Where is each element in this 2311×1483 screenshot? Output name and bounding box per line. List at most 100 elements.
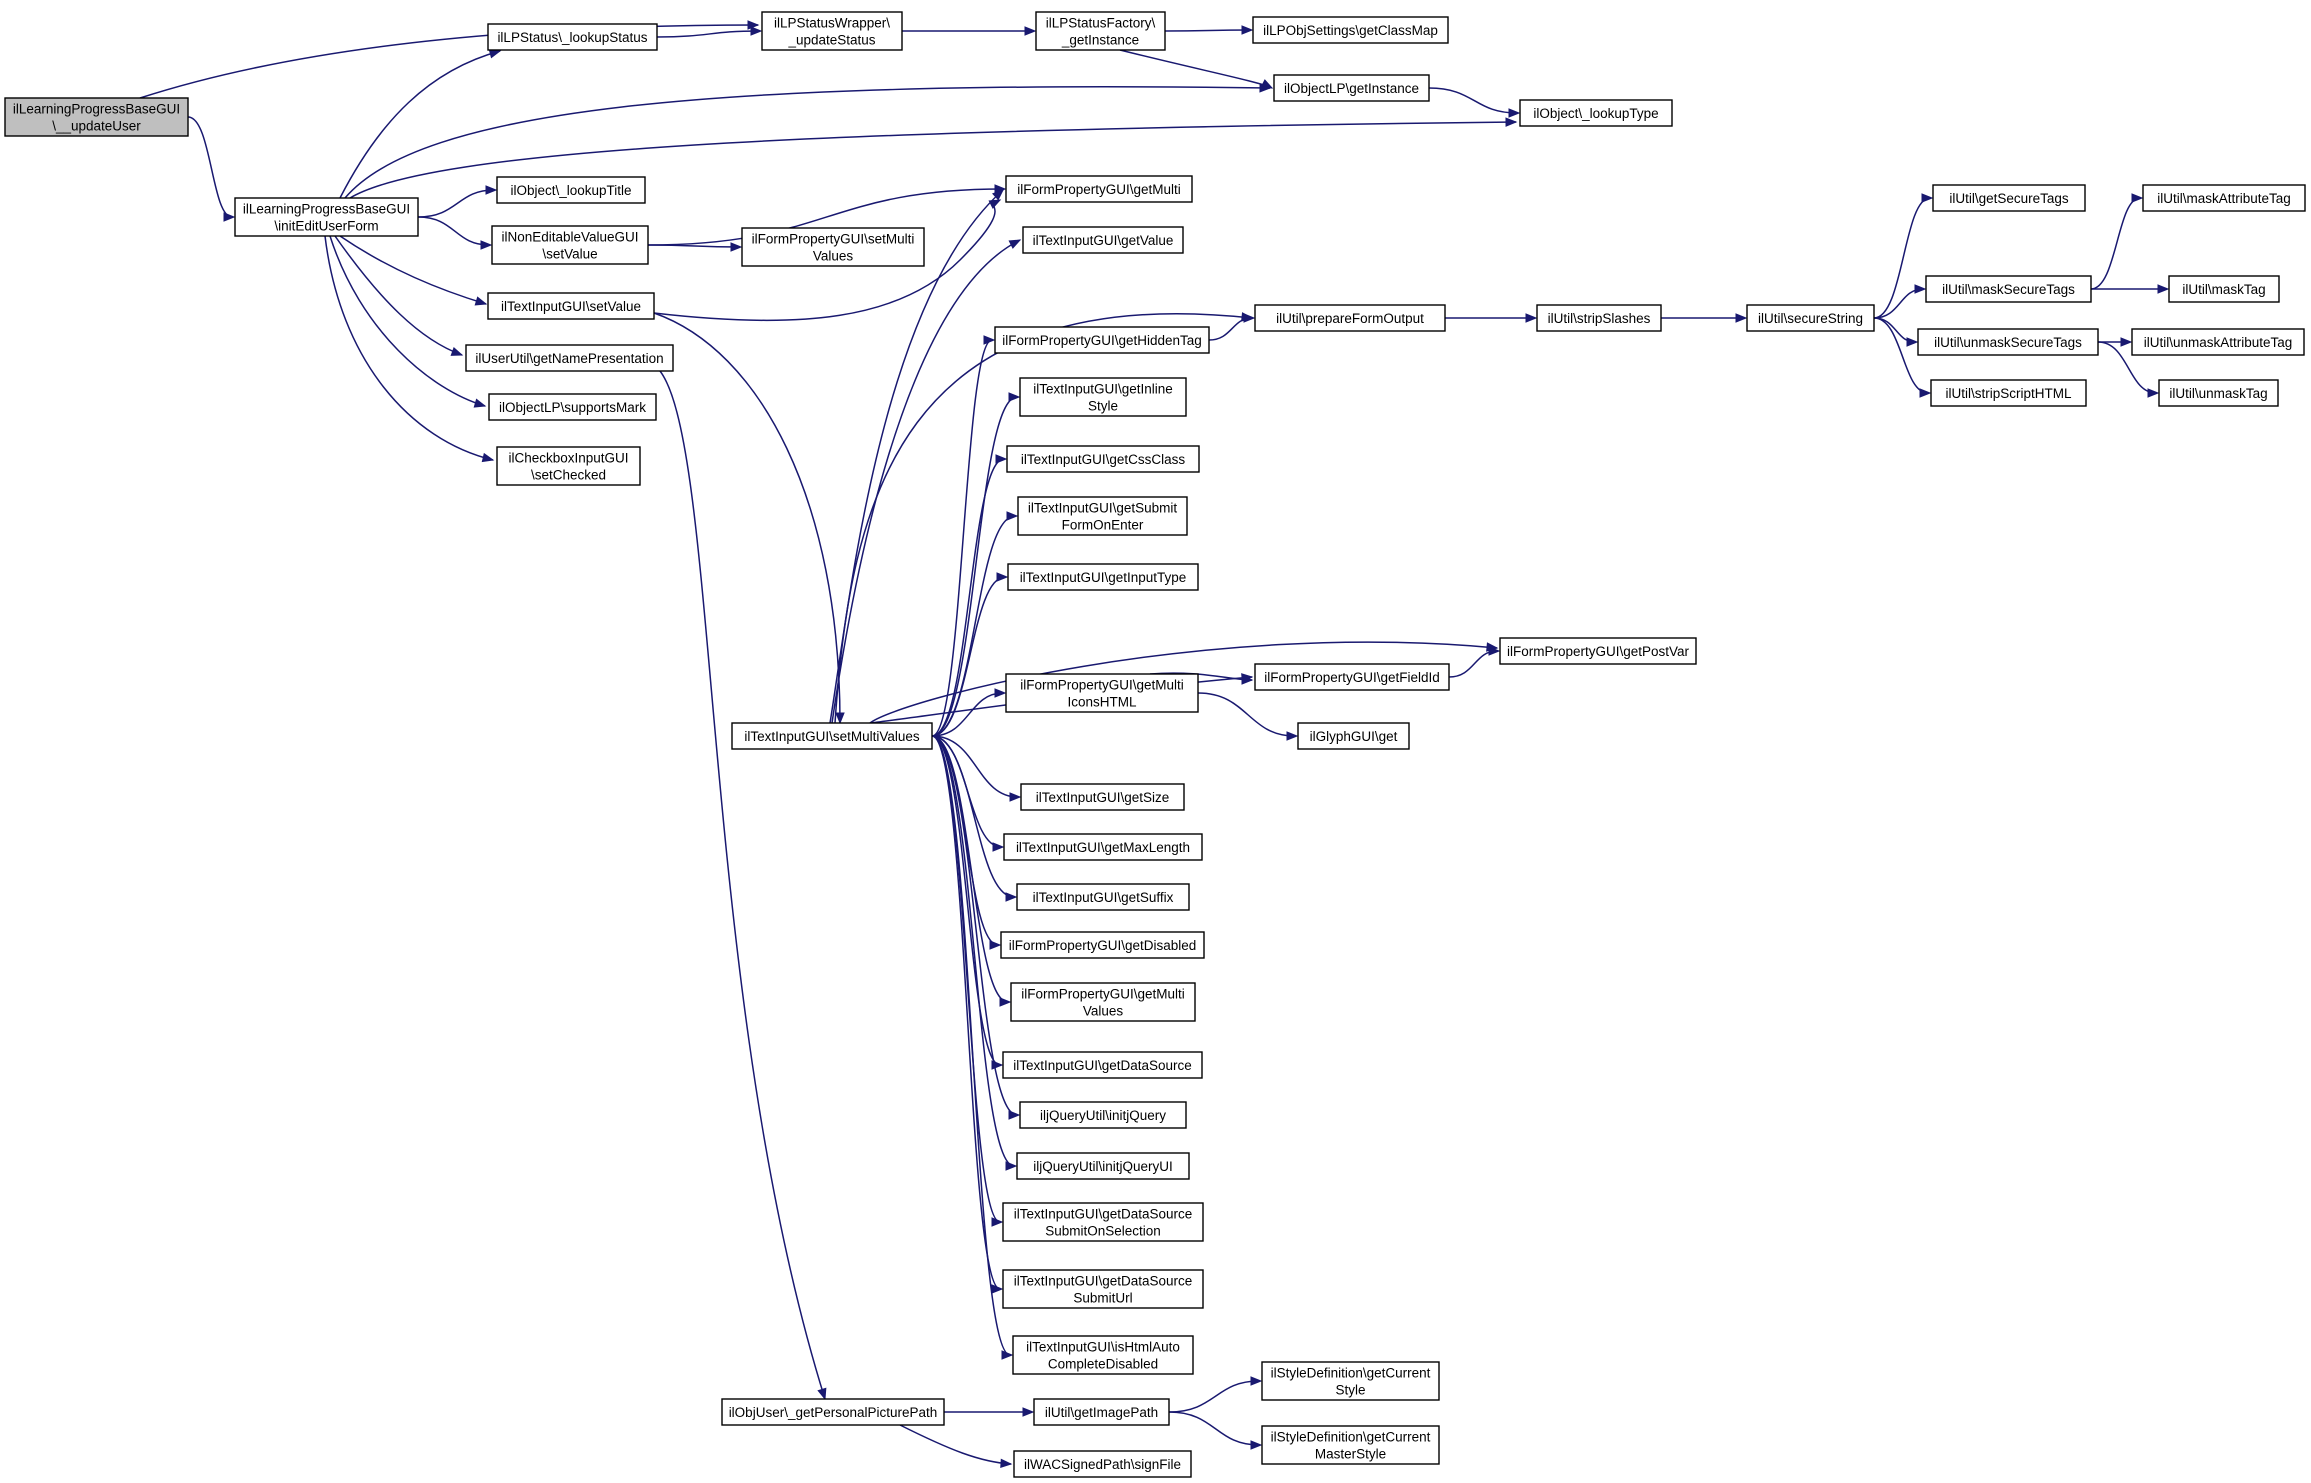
edge-n1-n2 <box>139 20 760 99</box>
node-n53[interactable]: ilFormPropertyGUI\getFieldId <box>1254 663 1450 691</box>
edge-n4-n5 <box>1164 25 1254 35</box>
node-label: ilUtil\maskTag <box>2182 282 2265 297</box>
edge-n6-n7 <box>1428 87 1521 118</box>
node-n47[interactable]: ilUtil\maskTag <box>2168 275 2280 303</box>
node-n12[interactable]: ilTextInputGUI\setValue <box>487 292 655 320</box>
node-n44[interactable]: ilUtil\getSecureTags <box>1932 184 2086 212</box>
node-n50[interactable]: ilUtil\unmaskTag <box>2158 379 2279 407</box>
edge-n45-n47 <box>2091 284 2170 294</box>
node-n9[interactable]: ilObject\_lookupTitle <box>496 176 646 204</box>
node-n27[interactable]: ilTextInputGUI\getSuffix <box>1016 883 1190 911</box>
node-label: ilFormPropertyGUI\getPostVar <box>1507 644 1690 659</box>
node-n2[interactable]: ilLPStatusWrapper\_updateStatus <box>761 11 903 51</box>
node-label: CompleteDisabled <box>1048 1357 1158 1372</box>
node-label: iljQueryUtil\initjQueryUI <box>1033 1159 1173 1174</box>
edge-n18-n41 <box>1208 313 1256 341</box>
edge-n43-n44 <box>1873 193 1934 319</box>
node-n42[interactable]: ilUtil\stripSlashes <box>1536 304 1662 332</box>
node-n37[interactable]: ilUtil\getImagePath <box>1033 1398 1170 1426</box>
edge-n45-n46 <box>2090 193 2144 290</box>
node-n51[interactable]: ilUtil\stripScriptHTML <box>1930 379 2087 407</box>
node-label: ilObject\_lookupType <box>1533 106 1658 121</box>
node-n35[interactable]: ilTextInputGUI\isHtmlAutoCompleteDisable… <box>1012 1335 1194 1375</box>
node-n48[interactable]: ilUtil\unmaskSecureTags <box>1917 328 2099 356</box>
node-n41[interactable]: ilUtil\prepareFormOutput <box>1254 304 1446 332</box>
node-label: \setChecked <box>531 468 606 483</box>
edge-n36-n37 <box>944 1407 1035 1417</box>
node-n5[interactable]: ilLPObjSettings\getClassMap <box>1252 16 1449 44</box>
node-n25[interactable]: ilTextInputGUI\getSize <box>1020 783 1185 811</box>
node-label: \__updateUser <box>52 119 141 134</box>
edge-n37-n40 <box>1168 1411 1263 1450</box>
edge-n2-n4 <box>902 26 1037 36</box>
node-n43[interactable]: ilUtil\secureString <box>1746 304 1875 332</box>
node-label: ilLearningProgressBaseGUI <box>13 102 180 117</box>
node-label: ilObject\_lookupTitle <box>510 183 631 198</box>
edge-n48-n50 <box>2097 341 2160 398</box>
node-n33[interactable]: ilTextInputGUI\getDataSourceSubmitOnSele… <box>1002 1202 1204 1242</box>
node-n16[interactable]: ilFormPropertyGUI\getMulti <box>1005 175 1193 203</box>
node-n32[interactable]: iljQueryUtil\initjQueryUI <box>1016 1152 1190 1180</box>
node-n15[interactable]: ilCheckboxInputGUI\setChecked <box>496 446 641 486</box>
node-n17[interactable]: ilTextInputGUI\getValue <box>1022 226 1184 254</box>
node-n6[interactable]: ilObjectLP\getInstance <box>1273 74 1430 102</box>
edge-n23-n19 <box>931 392 1021 737</box>
edge-n8-n2 <box>656 26 763 38</box>
node-n8[interactable]: ilLPStatus\_lookupStatus <box>487 23 658 51</box>
node-label: ilUtil\getSecureTags <box>1949 191 2069 206</box>
node-n38[interactable]: ilWACSignedPath\signFile <box>1013 1450 1192 1478</box>
node-n45[interactable]: ilUtil\maskSecureTags <box>1925 275 2092 303</box>
node-label: ilTextInputGUI\setMultiValues <box>744 729 920 744</box>
node-label: ilLPStatus\_lookupStatus <box>497 30 647 45</box>
node-label: ilTextInputGUI\getInputType <box>1020 570 1187 585</box>
node-label: ilTextInputGUI\getValue <box>1033 233 1174 248</box>
node-n10[interactable]: ilNonEditableValueGUI\setValue <box>491 225 649 265</box>
edge-n24-n53 <box>1149 672 1254 685</box>
node-n4[interactable]: ilLPStatusFactory\_getInstance <box>1035 11 1166 51</box>
node-label: ilTextInputGUI\getSubmit <box>1028 501 1178 516</box>
node-n31[interactable]: iljQueryUtil\initjQuery <box>1019 1101 1187 1129</box>
node-n54[interactable]: ilGlyphGUI\get <box>1297 722 1410 750</box>
node-n20[interactable]: ilTextInputGUI\getCssClass <box>1006 445 1200 473</box>
node-n30[interactable]: ilTextInputGUI\getDataSource <box>1002 1051 1203 1079</box>
edge-n43-n45 <box>1873 284 1927 319</box>
node-label: ilUtil\stripScriptHTML <box>1945 386 2072 401</box>
node-n52[interactable]: ilFormPropertyGUI\getPostVar <box>1499 637 1697 665</box>
node-label: ilFormPropertyGUI\getMulti <box>1020 678 1184 693</box>
node-label: ilTextInputGUI\getSuffix <box>1033 890 1174 905</box>
node-label: ilUtil\unmaskTag <box>2169 386 2267 401</box>
node-label: ilTextInputGUI\getInline <box>1033 382 1173 397</box>
node-n18[interactable]: ilFormPropertyGUI\getHiddenTag <box>994 326 1210 354</box>
node-n49[interactable]: ilUtil\unmaskAttributeTag <box>2131 328 2305 356</box>
node-n7[interactable]: ilObject\_lookupType <box>1519 99 1673 127</box>
node-label: ilFormPropertyGUI\getHiddenTag <box>1002 333 1202 348</box>
node-n3[interactable]: ilLearningProgressBaseGUI\initEditUserFo… <box>234 197 419 237</box>
node-label: FormOnEnter <box>1062 518 1144 533</box>
node-label: SubmitOnSelection <box>1045 1224 1161 1239</box>
node-n28[interactable]: ilFormPropertyGUI\getDisabled <box>1000 931 1205 959</box>
edge-n24-n54 <box>1197 692 1299 741</box>
edge-n23-n18 <box>931 335 996 737</box>
node-n13[interactable]: ilUserUtil\getNamePresentation <box>465 344 674 372</box>
node-n46[interactable]: ilUtil\maskAttributeTag <box>2142 184 2306 212</box>
node-label: Values <box>813 249 854 264</box>
edge-n23-n17 <box>831 239 1022 724</box>
node-n11[interactable]: ilFormPropertyGUI\setMultiValues <box>741 227 925 267</box>
node-layer: ilLearningProgressBaseGUI\__updateUseril… <box>4 11 2306 1478</box>
node-n23[interactable]: ilTextInputGUI\setMultiValues <box>731 722 933 750</box>
edge-n12-n23 <box>653 312 845 725</box>
node-n36[interactable]: ilObjUser\_getPersonalPicturePath <box>721 1398 945 1426</box>
edge-n43-n48 <box>1873 317 1919 347</box>
node-n26[interactable]: ilTextInputGUI\getMaxLength <box>1003 833 1203 861</box>
edge-n10-n11 <box>647 242 743 252</box>
node-n14[interactable]: ilObjectLP\supportsMark <box>488 393 657 421</box>
node-label: ilGlyphGUI\get <box>1310 729 1398 744</box>
node-n22[interactable]: ilTextInputGUI\getInputType <box>1007 563 1199 591</box>
